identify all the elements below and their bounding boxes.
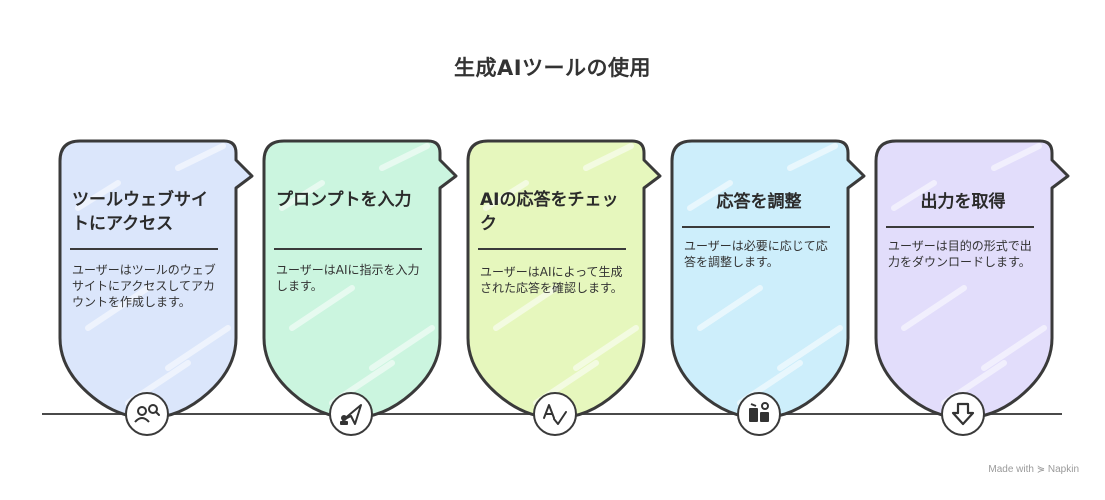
step-heading-3: AIの応答をチェック — [480, 190, 619, 234]
step-card-2: プロンプトを入力 ユーザーはAIに指示を入力します。 — [262, 138, 458, 420]
step-card-5: 出力を取得 ユーザーは目的の形式で出力をダウンロードします。 — [874, 138, 1070, 420]
step-body-4: ユーザーは必要に応じて応答を調整します。 — [684, 239, 828, 269]
step-card-4: 応答を調整 ユーザーは必要に応じて応答を調整します。 — [670, 138, 866, 420]
step-card-4-shape — [670, 139, 866, 420]
step-node-1 — [125, 392, 169, 436]
step-body-3: ユーザーはAIによって生成された応答を確認します。 — [480, 265, 623, 295]
user-search-icon — [134, 404, 160, 423]
step-divider-4 — [682, 226, 830, 228]
download-icon — [951, 402, 975, 426]
step-node-4 — [737, 392, 781, 436]
step-body-5: ユーザーは目的の形式で出力をダウンロードします。 — [888, 239, 1032, 269]
step-card-5-shape — [874, 139, 1070, 420]
step-divider-2 — [274, 248, 422, 250]
step-node-5 — [941, 392, 985, 436]
step-heading-5: 出力を取得 — [920, 192, 1006, 212]
step-card-1-shape — [58, 139, 254, 420]
step-card-3: AIの応答をチェック ユーザーはAIによって生成された応答を確認します。 — [466, 138, 662, 420]
step-divider-3 — [478, 248, 626, 250]
step-card-1: ツールウェブサイトにアクセス ユーザーはツールのウェブサイトにアクセスしてアカウ… — [58, 138, 254, 420]
step-heading-1: ツールウェブサイトにアクセス — [72, 190, 208, 234]
step-divider-1 — [70, 248, 218, 250]
step-node-2 — [329, 392, 373, 436]
step-heading-4: 応答を調整 — [716, 192, 802, 212]
send-prompt-icon — [340, 404, 362, 425]
step-body-2: ユーザーはAIに指示を入力します。 — [276, 263, 420, 293]
napkin-watermark: Made with ⋟ Napkin — [988, 464, 1079, 475]
page-title: 生成AIツールの使用 — [453, 56, 652, 80]
step-card-3-shape — [466, 139, 662, 420]
step-node-3 — [533, 392, 577, 436]
step-body-1: ユーザーはツールのウェブサイトにアクセスしてアカウントを作成します。 — [72, 263, 216, 309]
step-heading-2: プロンプトを入力 — [276, 190, 412, 210]
adjust-tools-icon — [749, 402, 769, 422]
spell-check-icon — [543, 404, 567, 425]
step-divider-5 — [886, 226, 1034, 228]
